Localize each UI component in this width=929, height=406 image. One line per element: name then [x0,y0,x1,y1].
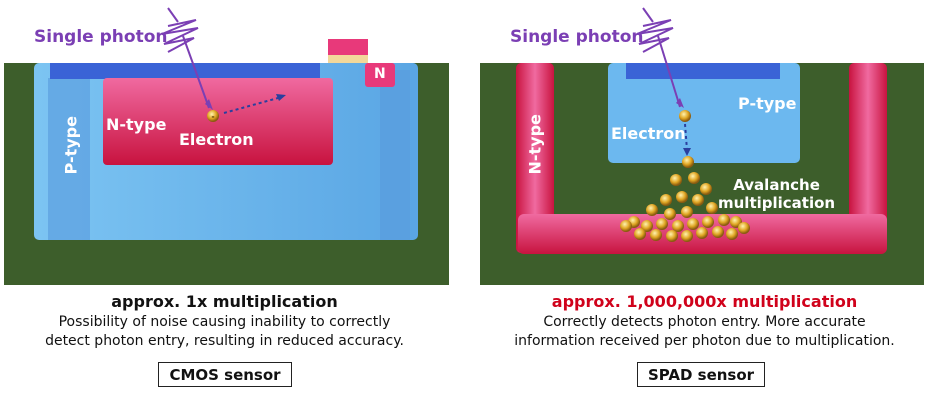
electron-drift-arrow [684,123,688,151]
electron-label: Electron [179,130,254,149]
avalanche-label-line2: multiplication [718,194,836,212]
n-type-region [103,78,333,165]
cmos-panel: - Single photon N-type Electron P-type N… [0,0,449,406]
n-type-right-wall [849,63,887,253]
gate-insulator [328,55,368,63]
photon-wave-icon [636,7,684,108]
cmos-description-line2: detect photon entry, resulting in reduce… [45,333,404,349]
spad-title: approx. 1,000,000x multiplication [551,292,858,311]
spad-description-line1: Correctly detects photon entry. More acc… [543,314,866,330]
p-type-strip-right [380,70,410,240]
single-photon-label: Single photon [34,27,168,47]
spad-sensor-label: SPAD sensor [637,362,765,387]
cmos-title: approx. 1x multiplication [111,292,338,311]
photon-wave-icon [161,7,213,110]
surface-layer [50,63,320,79]
n-tag-region [365,63,395,87]
avalanche-electrons [620,156,750,242]
n-type-label: N-type [106,115,167,134]
n-type-left-wall [516,63,554,253]
cmos-description-line1: Possibility of noise causing inability t… [58,314,391,330]
electron-icon [207,110,219,122]
n-type-label: N-type [525,114,545,175]
p-type-label: P-type [61,116,81,175]
spad-description-line2: information received per photon due to m… [514,333,895,349]
electron-icon [679,110,691,122]
single-photon-label: Single photon [510,27,644,47]
surface-layer [626,63,780,79]
avalanche-label-line1: Avalanche [733,176,820,194]
svg-text:-: - [211,112,214,121]
p-type-strip [48,78,90,240]
electron-label: Electron [611,124,686,143]
spad-panel: Single photon P-type Electron N-type Ava… [480,0,929,406]
cmos-diagram: - [4,7,449,285]
spad-diagram [480,7,924,285]
p-type-region [608,63,800,163]
spad-description: Correctly detects photon entry. More acc… [480,313,929,351]
n-tag-label: N [374,66,386,82]
gate [328,39,368,55]
avalanche-label: Avalanche multiplication [718,176,835,212]
cmos-description: Possibility of noise causing inability t… [0,313,449,351]
cmos-sensor-label: CMOS sensor [158,362,292,387]
p-type-label: P-type [738,94,797,113]
